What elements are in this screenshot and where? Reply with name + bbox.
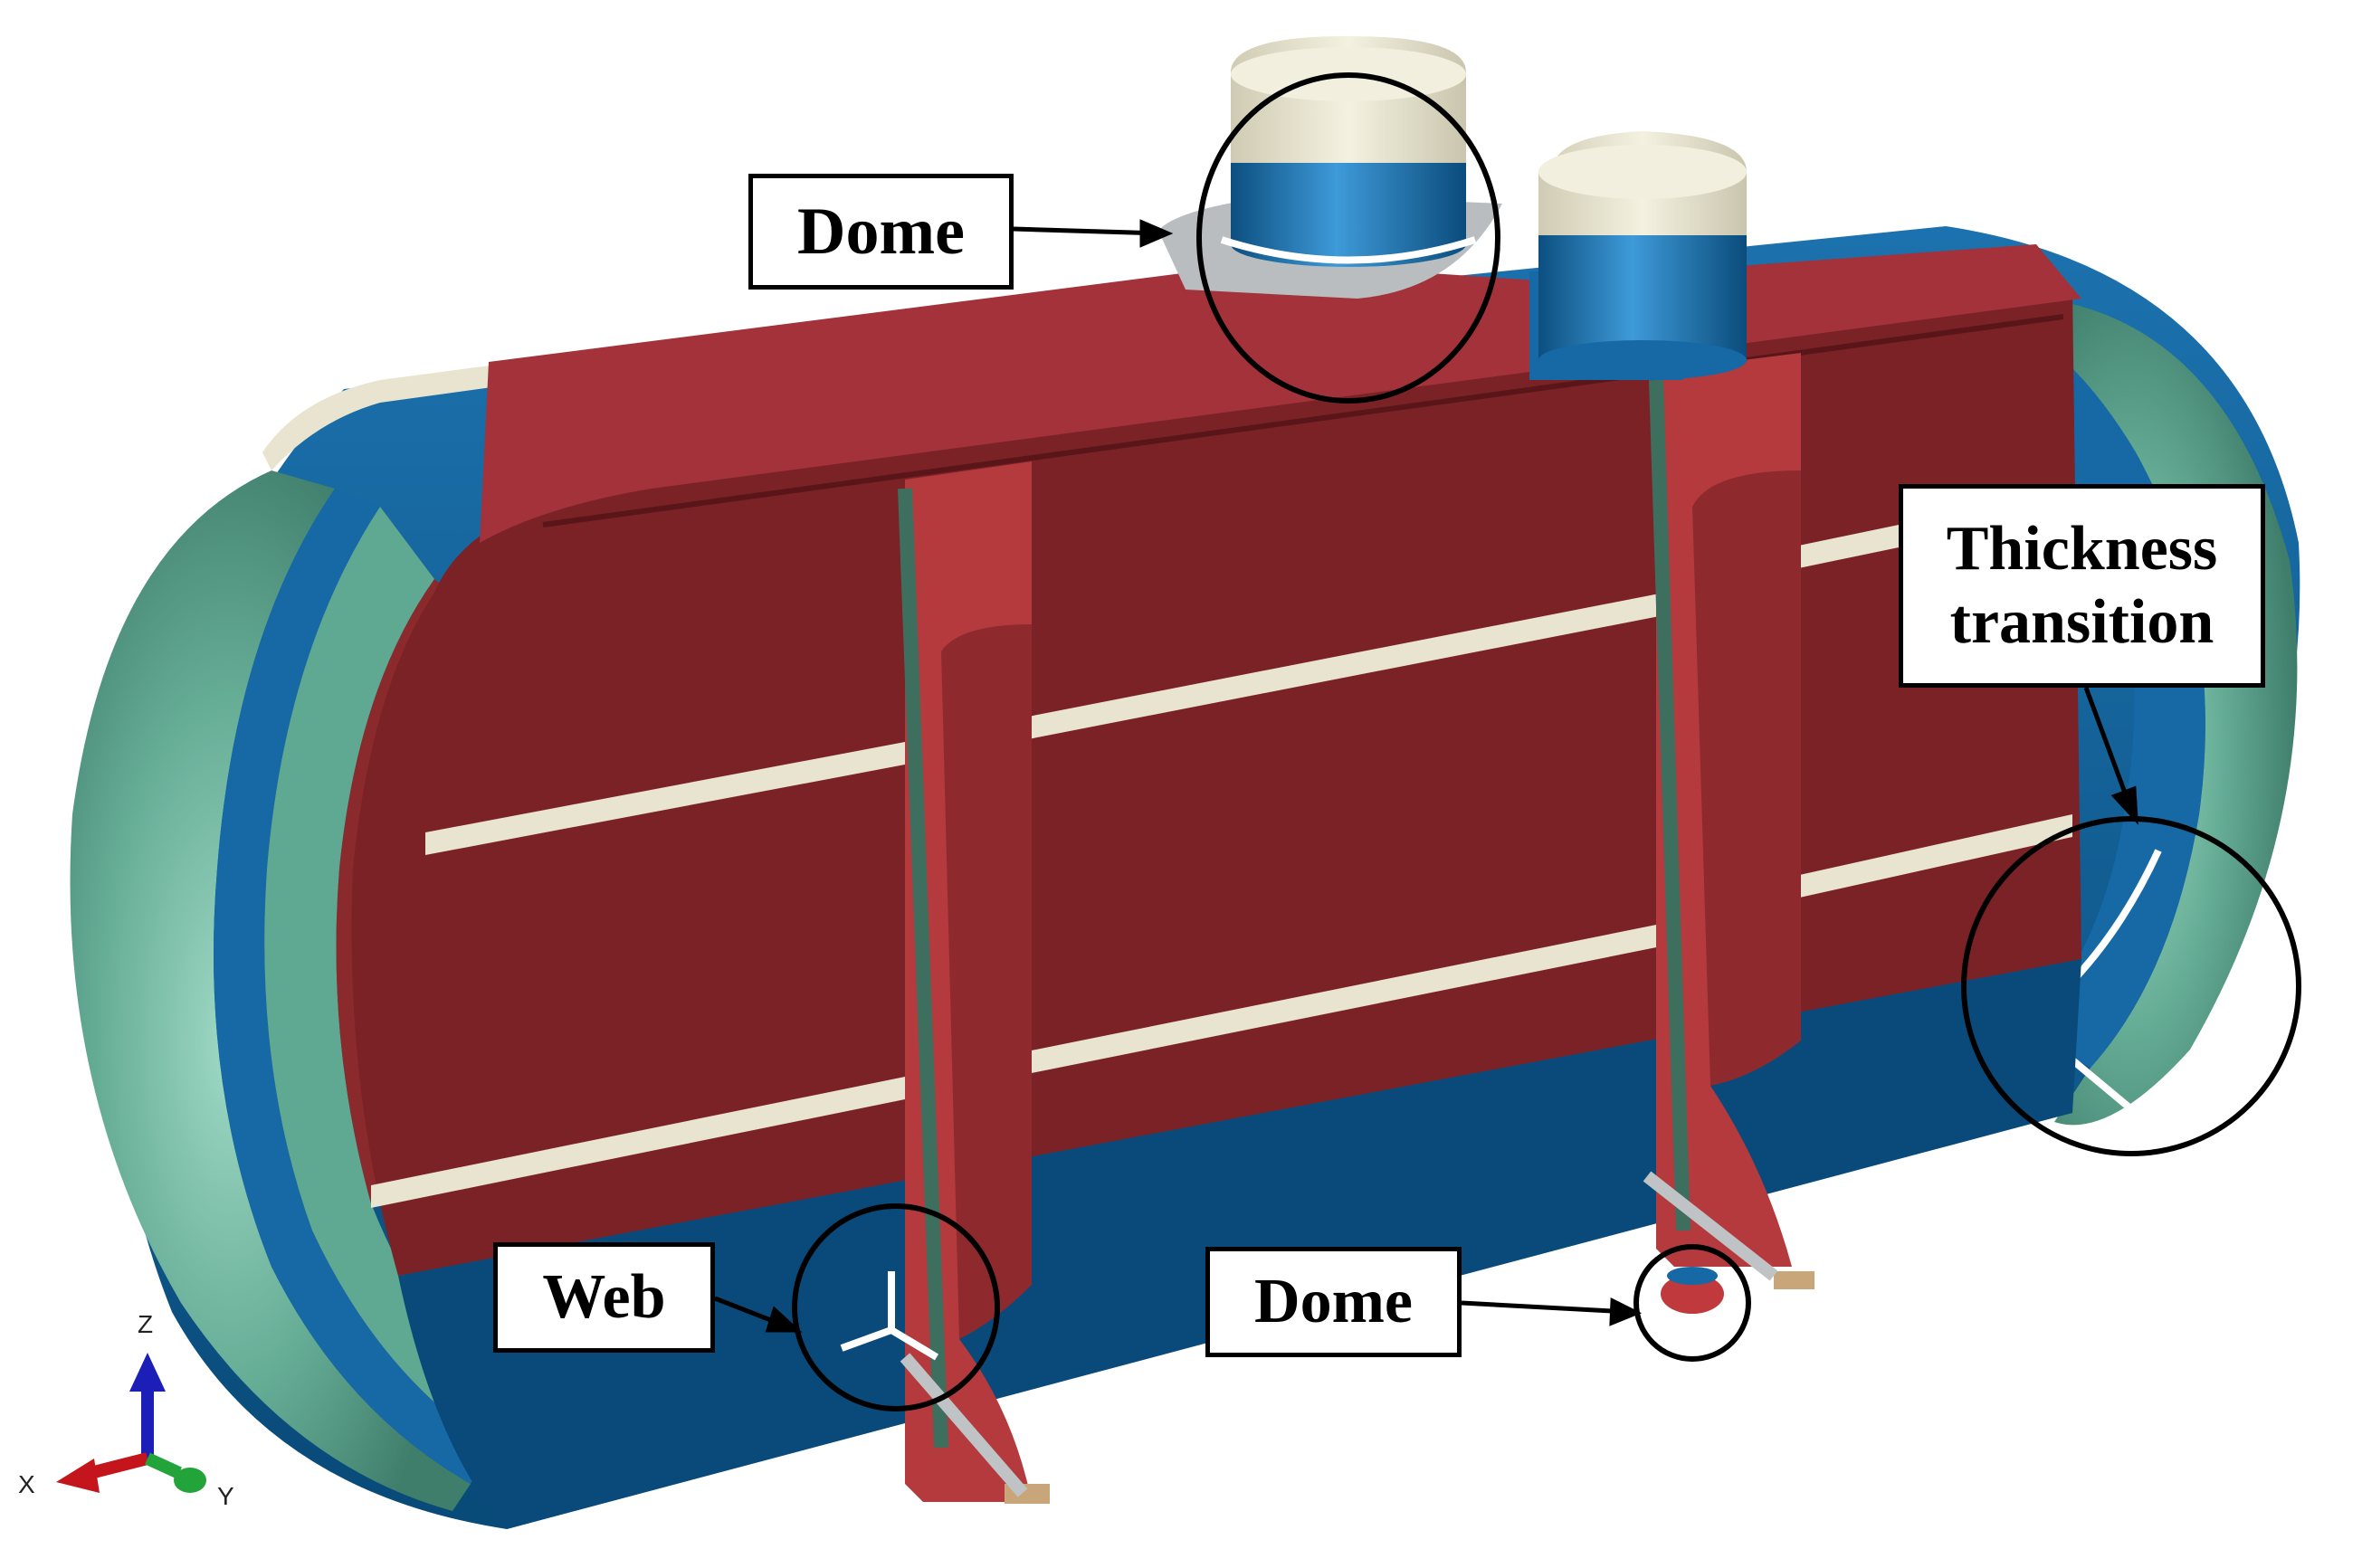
callout-thickness-line1: Thickness — [1946, 514, 2218, 584]
frame-1-flange — [941, 624, 1032, 1339]
axis-triad — [56, 1353, 206, 1493]
frame-2-web — [1656, 353, 1801, 1267]
shelf-4 — [371, 1077, 905, 1208]
inner-wall — [351, 290, 2081, 1276]
top-dome-2 — [1529, 131, 1747, 380]
callout-dome-top: Dome — [748, 174, 1014, 290]
shelf-2 — [991, 584, 1710, 746]
callout-web: Web — [493, 1242, 715, 1353]
circle-web — [792, 1203, 1000, 1411]
circle-dome-top — [1196, 72, 1500, 404]
axis-z-label: Z — [138, 1310, 154, 1338]
circle-dome-bottom — [1633, 1244, 1751, 1362]
axis-y-label: Y — [217, 1482, 234, 1510]
callout-dome-bottom: Dome — [1205, 1247, 1462, 1357]
left-inner-ring — [264, 507, 516, 1448]
callout-thickness-transition: Thickness transition — [1899, 484, 2265, 688]
bottom-dome — [1661, 1267, 1724, 1314]
left-head-band — [214, 489, 493, 1484]
callout-thickness-line2: transition — [1949, 586, 2214, 657]
shelf-1 — [425, 742, 905, 855]
circle-thickness — [1961, 816, 2301, 1156]
frame-2-foot — [1774, 1271, 1814, 1289]
axis-x-label: X — [18, 1470, 35, 1498]
top-dome-1 — [1158, 36, 1502, 299]
left-head — [70, 470, 471, 1511]
shelf-5 — [991, 914, 1710, 1081]
callout-web-label: Web — [542, 1262, 666, 1332]
web-mark — [840, 1271, 939, 1361]
shelf-6 — [1747, 814, 2072, 909]
callout-dome-bottom-label: Dome — [1254, 1267, 1413, 1336]
leader-lines — [714, 219, 2138, 1333]
frame-2-flange — [1692, 470, 1801, 1086]
callout-dome-top-label: Dome — [797, 194, 965, 269]
